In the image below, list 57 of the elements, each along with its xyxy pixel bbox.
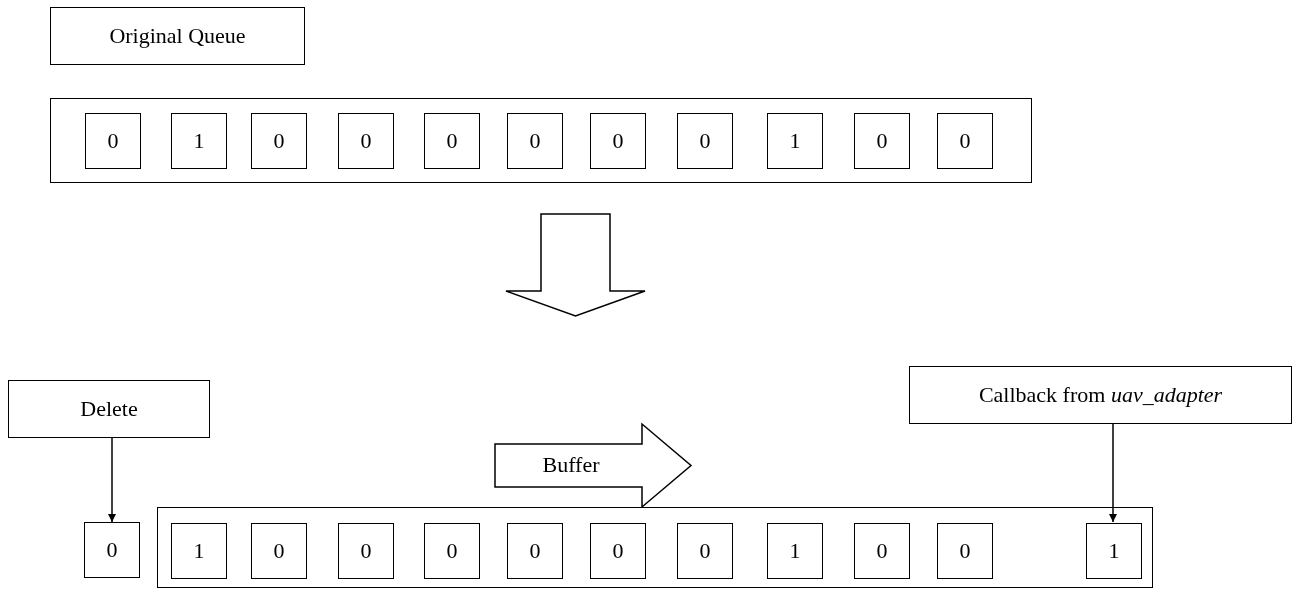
queue-cell: [338, 113, 394, 169]
bit-value: 0: [612, 538, 624, 564]
bit-value: 0: [360, 538, 372, 564]
queue-cell: [767, 523, 823, 579]
label-box: [909, 366, 1292, 424]
bit-value: 0: [699, 128, 711, 154]
arrow: [1109, 423, 1117, 523]
bit-value: 0: [446, 538, 458, 564]
bit-value: 0: [612, 128, 624, 154]
queue-cell: [677, 523, 733, 579]
queue-cell: [937, 523, 993, 579]
bit-value: 0: [529, 538, 541, 564]
bit-value: 1: [1108, 538, 1120, 564]
bit-value: 0: [107, 128, 119, 154]
queue-cell: [84, 522, 140, 578]
bit-value: 1: [193, 128, 205, 154]
queue-cell: [171, 523, 227, 579]
bit-value: 1: [789, 128, 801, 154]
queue-container: [157, 507, 1153, 588]
box-label: Buffer: [542, 453, 600, 478]
bit-value: 1: [193, 538, 205, 564]
queue-cell: [1086, 523, 1142, 579]
queue-cell: [590, 523, 646, 579]
bit-value: 0: [876, 538, 888, 564]
bit-value: 0: [446, 128, 458, 154]
label-box: [8, 380, 210, 438]
bit-value: 0: [959, 128, 971, 154]
bit-value: 0: [273, 538, 285, 564]
queue-cell: [854, 523, 910, 579]
bit-value: 1: [789, 538, 801, 564]
queue-cell: [424, 523, 480, 579]
bit-value: 0: [699, 538, 711, 564]
queue-cell: [171, 113, 227, 169]
queue-cell: [338, 523, 394, 579]
queue-cell: [507, 113, 563, 169]
queue-cell: [677, 113, 733, 169]
queue-cell: [424, 113, 480, 169]
box-label: Delete: [80, 396, 138, 422]
bit-value: 0: [360, 128, 372, 154]
queue-cell: [767, 113, 823, 169]
queue-cell: [251, 523, 307, 579]
queue-cell: [854, 113, 910, 169]
bit-value: 0: [106, 537, 118, 563]
box-label: Original Queue: [109, 23, 246, 49]
box-label: Callback from uav_adapter: [978, 382, 1223, 408]
queue-cell: [590, 113, 646, 169]
bit-value: 0: [959, 538, 971, 564]
bit-value: 0: [529, 128, 541, 154]
queue-cell: [251, 113, 307, 169]
arrow: [108, 437, 116, 523]
bit-value: 0: [273, 128, 285, 154]
queue-container: [50, 98, 1032, 183]
bit-value: 0: [876, 128, 888, 154]
queue-cell: [85, 113, 141, 169]
label-box: [50, 7, 305, 65]
queue-cell: [937, 113, 993, 169]
queue-cell: [507, 523, 563, 579]
